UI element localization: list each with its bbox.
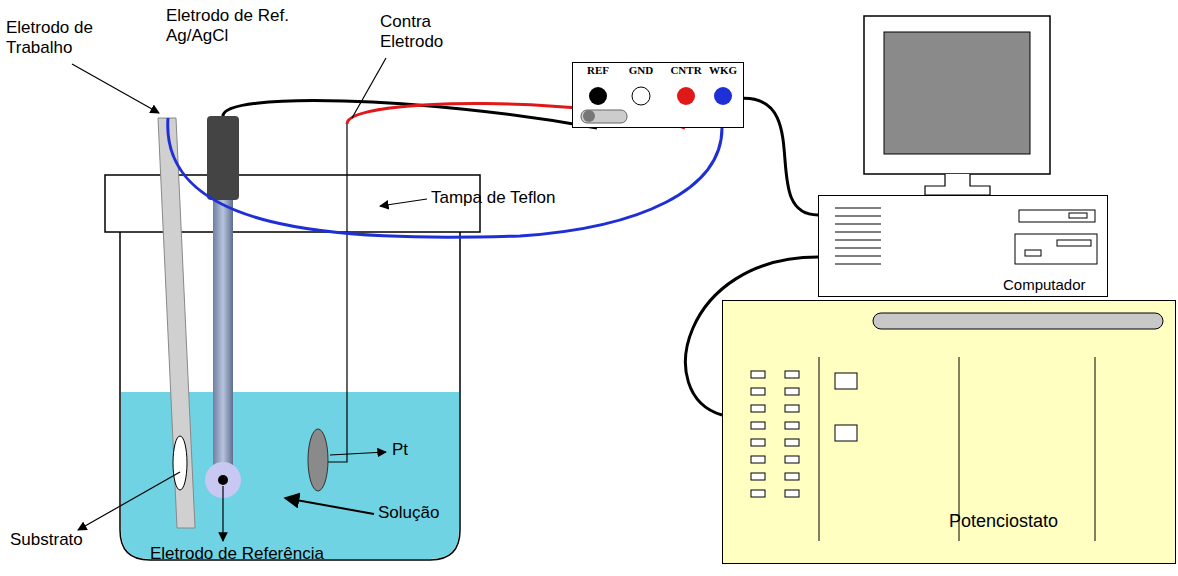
node-text: GND — [629, 64, 653, 76]
leader-line — [330, 452, 386, 455]
cable — [744, 98, 818, 215]
leader-line — [285, 498, 374, 514]
leader-line — [72, 64, 159, 113]
monitor-stand — [925, 174, 990, 195]
monitor — [864, 16, 1050, 174]
leader-line — [222, 486, 223, 541]
part-label: Contra Eletrodo — [380, 12, 476, 51]
part-label: Pt — [392, 440, 408, 460]
part-label: Solução — [378, 503, 439, 523]
counter-wire — [322, 124, 347, 462]
node-text: REF — [587, 64, 609, 76]
substrate — [173, 436, 187, 490]
reference-cap — [207, 116, 239, 200]
potentiostat-box: Potenciostato — [722, 300, 1176, 564]
part-label: Tampa de Teflon — [431, 188, 555, 208]
part-label: Eletrodo de Trabalho — [6, 18, 116, 57]
computer-unit: Computador — [818, 195, 1108, 297]
node-text: WKG — [709, 64, 737, 76]
monitor-screen — [884, 32, 1030, 154]
leader-line — [78, 472, 180, 530]
reference-body — [213, 195, 233, 470]
part-label: Substrato — [10, 530, 83, 550]
working-cable — [168, 118, 722, 237]
part-label: Eletrodo de Ref. Ag/AgCl — [166, 6, 316, 45]
leader-line — [380, 199, 427, 206]
part-label: Eletrodo de Referência — [150, 544, 324, 564]
node-text: Computador — [1003, 276, 1086, 293]
connector-panel: REF GND CNTR WKG — [572, 62, 744, 128]
leader-line — [352, 58, 386, 118]
node-text: Potenciostato — [949, 511, 1058, 532]
reference-dot — [218, 475, 228, 485]
node-text: CNTR — [670, 64, 701, 76]
platinum-plate — [308, 429, 328, 491]
